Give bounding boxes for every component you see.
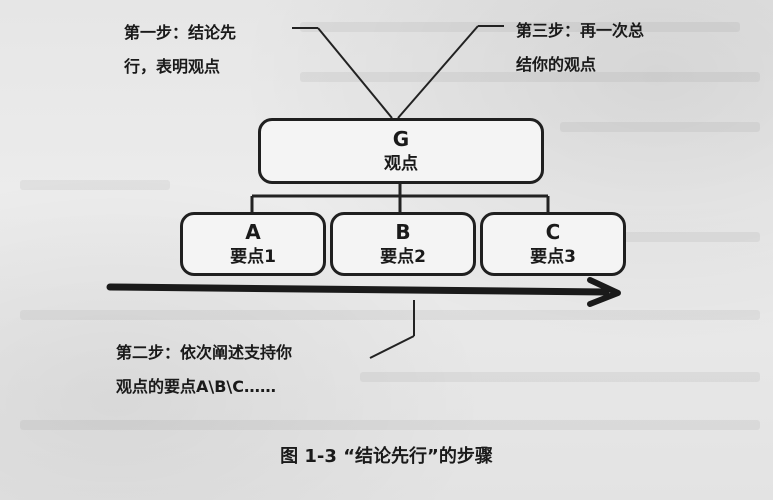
step2-note: 第二步：依次阐述支持你 观点的要点A\B\C…… (116, 336, 292, 404)
step2-line1: 第二步：依次阐述支持你 (116, 343, 293, 362)
step1-note: 第一步：结论先 行，表明观点 (124, 16, 236, 84)
bleed-through-line (20, 310, 760, 320)
bleed-through-line (300, 22, 740, 32)
figure-caption: 图 1-3 “结论先行”的步骤 (280, 446, 493, 467)
step3-note: 第三步：再一次总 结你的观点 (516, 14, 644, 82)
bleed-through-line (560, 122, 760, 132)
sequence-arrow-shaft (106, 283, 610, 296)
step3-line2: 结你的观点 (516, 55, 597, 74)
top-node-label: 观点 (384, 154, 418, 174)
node-a-label: 要点1 (230, 247, 276, 267)
node-c-label: 要点3 (530, 247, 576, 267)
node-a-letter: A (245, 220, 261, 244)
node-a-box: A 要点1 (180, 212, 326, 276)
bleed-through-line (360, 372, 760, 382)
step2-pointer-line (369, 335, 415, 359)
bleed-through-line (300, 72, 760, 82)
top-node-letter: G (392, 127, 410, 151)
bleed-through-line (20, 180, 170, 190)
node-b-letter: B (395, 220, 411, 244)
node-c-letter: C (545, 220, 561, 244)
node-c-box: C 要点3 (480, 212, 626, 276)
node-b-label: 要点2 (380, 247, 426, 267)
top-node-box: G 观点 (258, 118, 544, 184)
sequence-arrow-head (587, 277, 621, 307)
step3-line1: 第三步：再一次总 (516, 21, 645, 40)
step1-line2: 行，表明观点 (124, 57, 221, 76)
step2-line2: 观点的要点A\B\C…… (116, 377, 277, 396)
bleed-through-line (620, 232, 760, 242)
step1-pointer-line (317, 27, 393, 119)
node-b-box: B 要点2 (330, 212, 476, 276)
bleed-through-line (20, 420, 760, 430)
step1-line1: 第一步：结论先 (124, 23, 237, 42)
step3-pointer-line (397, 25, 479, 119)
